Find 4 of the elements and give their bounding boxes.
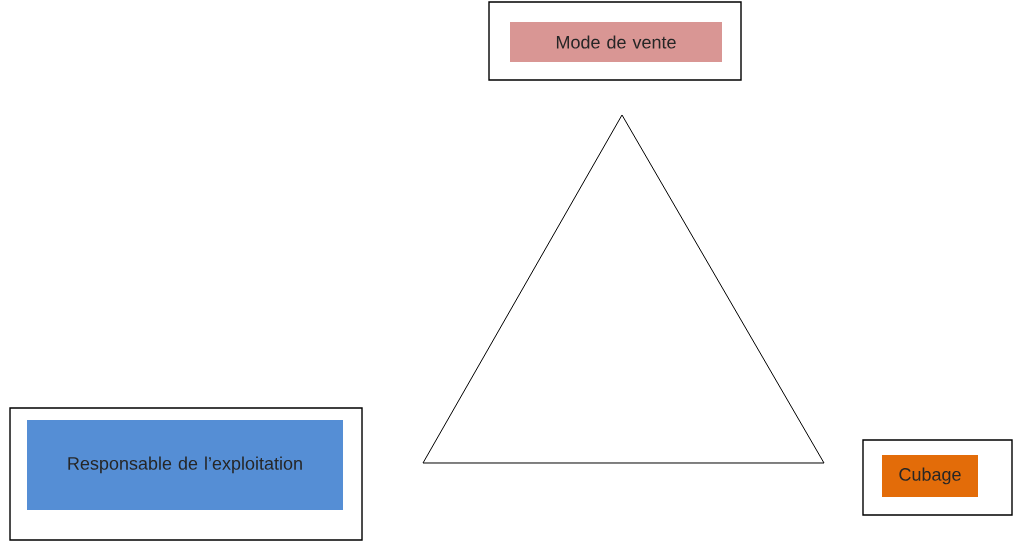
process-box: Responsable de l’exploitation [9,407,363,541]
triangle [422,114,825,464]
process-box: Cubage [862,439,1013,516]
process-box: Mode de vente [488,1,742,81]
